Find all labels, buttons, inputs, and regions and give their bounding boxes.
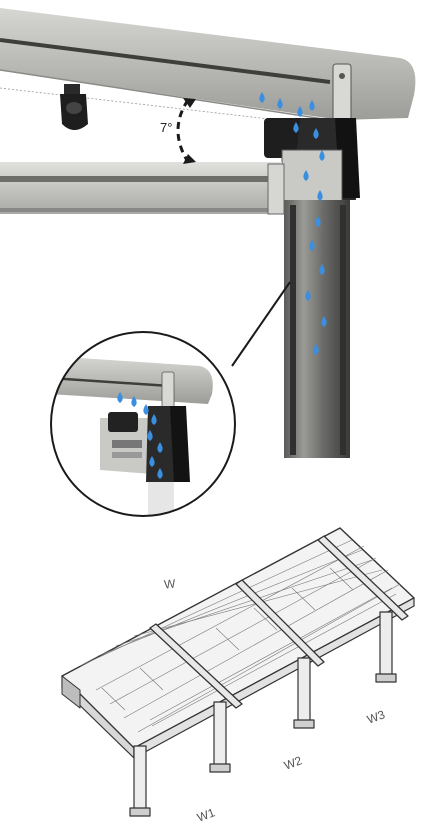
magnifier-circle-icon (50, 331, 236, 517)
leader-line (231, 281, 291, 367)
width-total-label: W (163, 576, 177, 592)
pergola-isometric (61, 527, 415, 817)
rafter (0, 162, 285, 215)
dashed-angle-arrow-icon (176, 98, 196, 164)
angle-label: 7° (160, 120, 173, 135)
gutter-profile (264, 63, 360, 203)
beam-bracket (60, 84, 88, 130)
vertical-post (284, 200, 350, 458)
